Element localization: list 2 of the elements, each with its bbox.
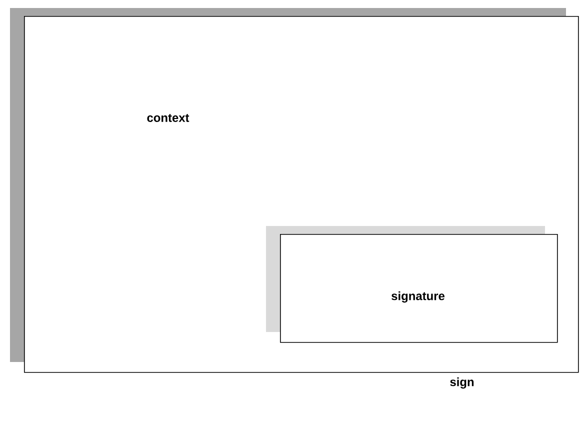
label-text: sign [450, 377, 474, 389]
signature-box: signature [266, 226, 558, 343]
